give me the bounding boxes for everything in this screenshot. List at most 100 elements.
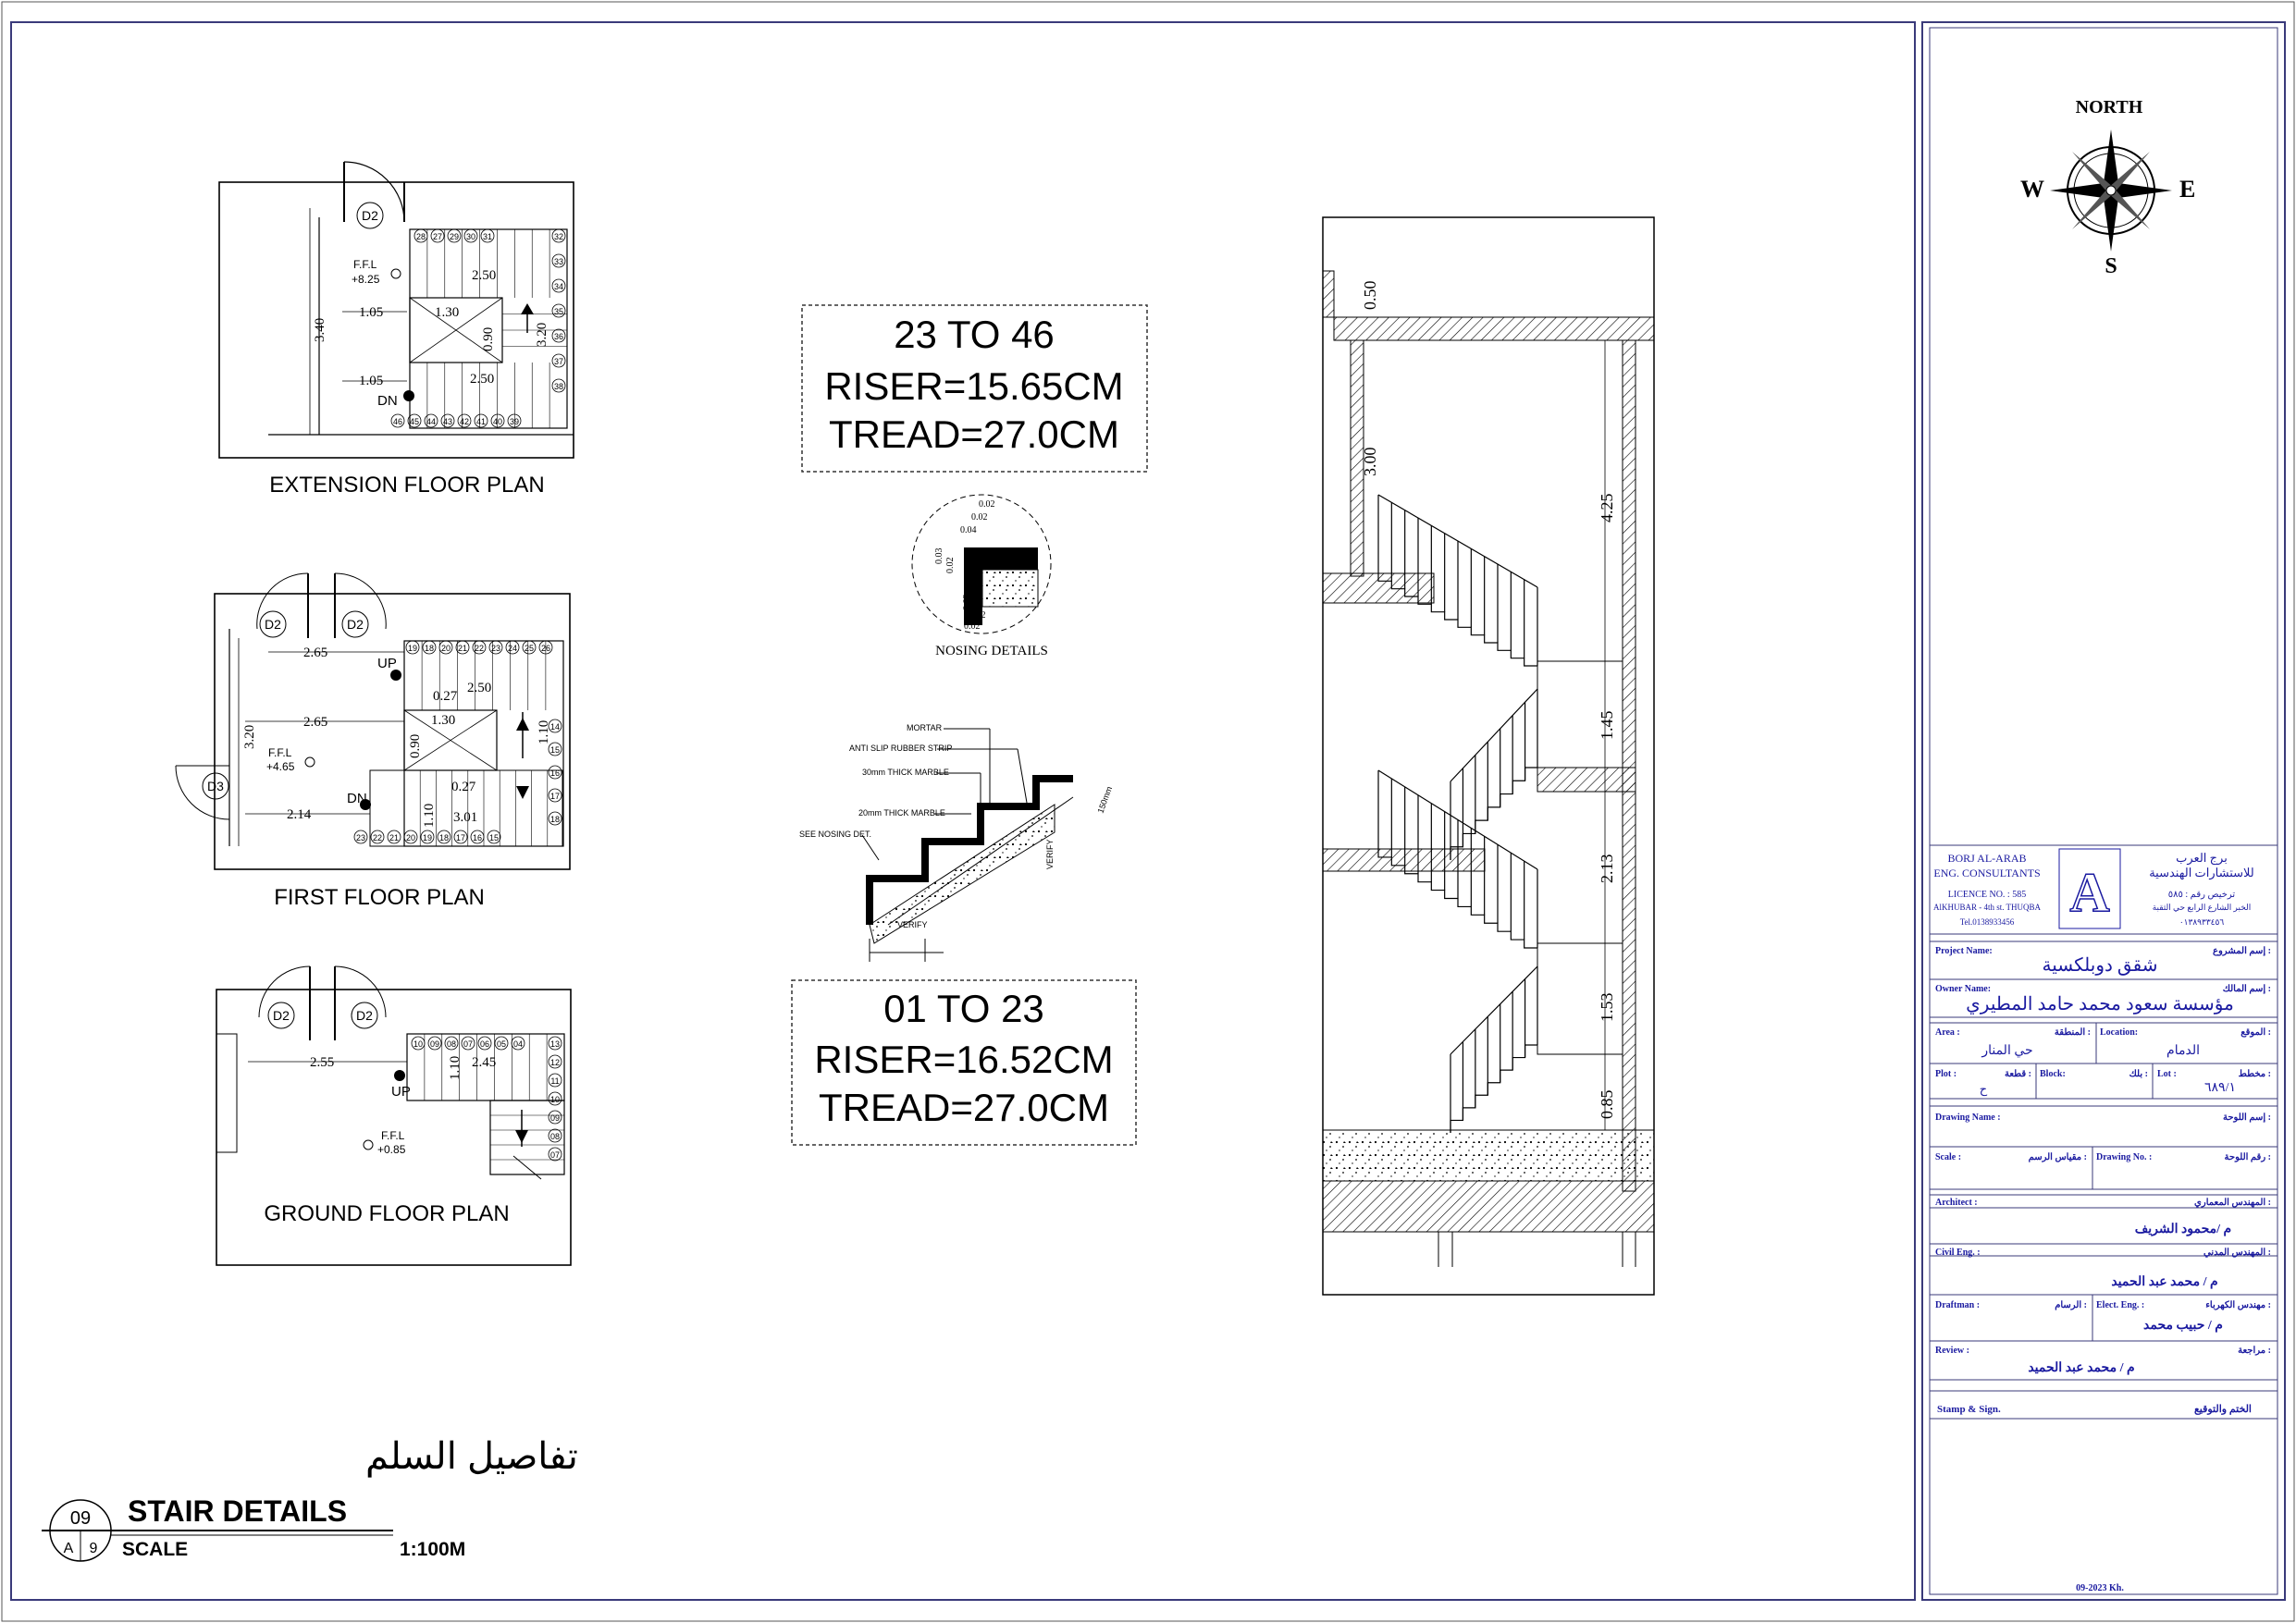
first-bottom-step-number: 19 <box>423 833 432 842</box>
ffl-value: +0.85 <box>377 1143 406 1156</box>
ground-top-step-number: 06 <box>480 1039 489 1049</box>
first-bottom-step-marker <box>470 830 485 844</box>
section-handrail <box>1450 965 1538 1055</box>
stamp-label-ar: الختم والتوقيع <box>2194 1404 2252 1415</box>
title-block-frame <box>1921 21 2286 1601</box>
architect-value: م /محمود الشريف <box>2135 1223 2231 1236</box>
first-top-step-number: 25 <box>525 644 534 653</box>
ext-right-step-marker <box>551 253 566 268</box>
sheet-letter: A <box>64 1541 74 1556</box>
drawing-name-label-ar: إسم اللوحة : <box>2223 1113 2271 1123</box>
ffl-value: +8.25 <box>352 273 380 286</box>
ground-plan-title: GROUND FLOOR PLAN <box>264 1201 509 1226</box>
building-section: 0.50 3.00 4.25 1.45 2.13 1.53 0.85 <box>1322 216 1655 1296</box>
company-ar-1: برج العرب <box>2176 851 2228 866</box>
ext-top-step-number: 27 <box>433 232 442 241</box>
ext-bottom-step-number: 42 <box>460 417 469 426</box>
review-label-ar: مراجعة : <box>2238 1346 2271 1356</box>
ext-bottom-step-marker <box>424 413 438 428</box>
location-value: الدمام <box>2166 1044 2200 1058</box>
ext-right-step-number: 35 <box>554 307 563 316</box>
dim-landing-w2: 1.05 <box>359 374 383 388</box>
door-tag: D2 <box>362 208 378 223</box>
plot-value: ح <box>1980 1082 1988 1097</box>
nosing-dim-2: 0.02 <box>971 512 988 523</box>
first-right-step-marker <box>548 811 562 826</box>
first-right-step-number: 15 <box>550 745 560 755</box>
first-right-step-number: 17 <box>550 792 560 801</box>
first-right-step-number: 16 <box>550 768 560 778</box>
ffl-label: F.F.L <box>353 258 377 271</box>
first-top-step-marker <box>472 640 487 655</box>
ext-bottom-step-marker <box>457 413 472 428</box>
first-top-step-number: 20 <box>441 644 451 653</box>
ground-right-step-marker <box>548 1091 562 1106</box>
first-right-step-number: 18 <box>550 815 560 824</box>
ground-right-step-marker <box>548 1073 562 1088</box>
nosing-dim-5: 0.02 <box>945 558 956 574</box>
dim-landing-b: 0.27 <box>451 780 476 794</box>
ext-right-step-number: 34 <box>554 282 563 291</box>
ext-bottom-step-marker <box>507 413 522 428</box>
section-dim-6: 1.53 <box>1598 993 1616 1023</box>
ext-top-step-number: 28 <box>416 232 426 241</box>
ext-bottom-step-number: 44 <box>426 417 436 426</box>
first-right-step-number: 14 <box>550 722 560 732</box>
ground-top-step-marker <box>444 1036 459 1051</box>
first-plan-title: FIRST FLOOR PLAN <box>274 885 485 910</box>
dim-flight-top: 2.50 <box>467 681 491 695</box>
arabic-title: تفاصيل السلم <box>365 1436 578 1478</box>
first-top-step-number: 24 <box>508 644 517 653</box>
ext-bottom-step-marker <box>440 413 455 428</box>
dim-well-h: 0.90 <box>481 327 496 351</box>
first-top-step-marker <box>505 640 520 655</box>
ground-right-step-number: 09 <box>550 1113 560 1123</box>
ground-top-step-marker <box>511 1036 525 1051</box>
riser-box-lower: 01 TO 23 RISER=16.52CM TREAD=27.0CM <box>791 979 1137 1146</box>
area-value: حي المنار <box>1981 1044 2032 1058</box>
door-tag-2: D2 <box>347 617 364 632</box>
first-top-step-marker <box>538 640 553 655</box>
label-nosing-ref: SEE NOSING DET. <box>799 830 871 839</box>
draftsman-label-ar: الرسام : <box>2055 1300 2087 1310</box>
area-label-en: Area : <box>1935 1027 1960 1038</box>
nosing-detail: 0.02 0.02 0.04 0.03 0.02 0.03 0.02 0.02 … <box>911 494 1052 658</box>
dim-height: 3.40 <box>313 318 327 342</box>
first-top-step-marker <box>455 640 470 655</box>
project-label-ar: إسم المشروع : <box>2213 946 2271 956</box>
company-tel: Tel.0138933456 <box>1960 917 2015 927</box>
review-label-en: Review : <box>1935 1346 1969 1356</box>
label-mortar: MORTAR <box>907 723 943 732</box>
elect-value: م / حبيب محمد <box>2143 1319 2223 1333</box>
dim-right-h: 1.10 <box>537 720 551 744</box>
north-arrow: NORTH W E S <box>2020 97 2195 278</box>
ext-top-step-number: 29 <box>450 232 459 241</box>
ground-right-step-number: 10 <box>550 1095 560 1104</box>
ground-right-step-number: 13 <box>550 1039 560 1049</box>
sheet-number: 9 <box>90 1541 98 1556</box>
dim-flight-bottom: 2.50 <box>470 372 494 387</box>
review-value: م / محمد عبد الحميد <box>2028 1361 2134 1375</box>
nosing-dim-3: 0.04 <box>960 525 977 535</box>
riser-upper-range: 23 TO 46 <box>894 313 1055 356</box>
civil-label-en: Civil Eng. : <box>1935 1248 1981 1258</box>
section-flight <box>1450 767 1537 860</box>
lot-label-ar: مخطط : <box>2239 1069 2271 1079</box>
ext-bottom-step-marker <box>490 413 505 428</box>
ext-right-step-number: 37 <box>554 357 563 366</box>
ext-bottom-step-number: 43 <box>443 417 452 426</box>
ext-bottom-step-marker <box>474 413 488 428</box>
label-30mm: 30mm THICK MARBLE <box>862 768 949 777</box>
dim-w-top: 2.65 <box>303 646 327 660</box>
first-top-step-marker <box>488 640 503 655</box>
draftsman-label-en: Draftman : <box>1935 1300 1980 1310</box>
ext-right-step-marker <box>551 278 566 293</box>
first-bottom-step-number: 23 <box>356 833 365 842</box>
label-anti-slip: ANTI SLIP RUBBER STRIP <box>849 744 952 753</box>
first-top-step-marker <box>422 640 437 655</box>
ground-top-step-marker <box>411 1036 426 1051</box>
riser-lower-tread: TREAD=27.0CM <box>819 1086 1109 1129</box>
